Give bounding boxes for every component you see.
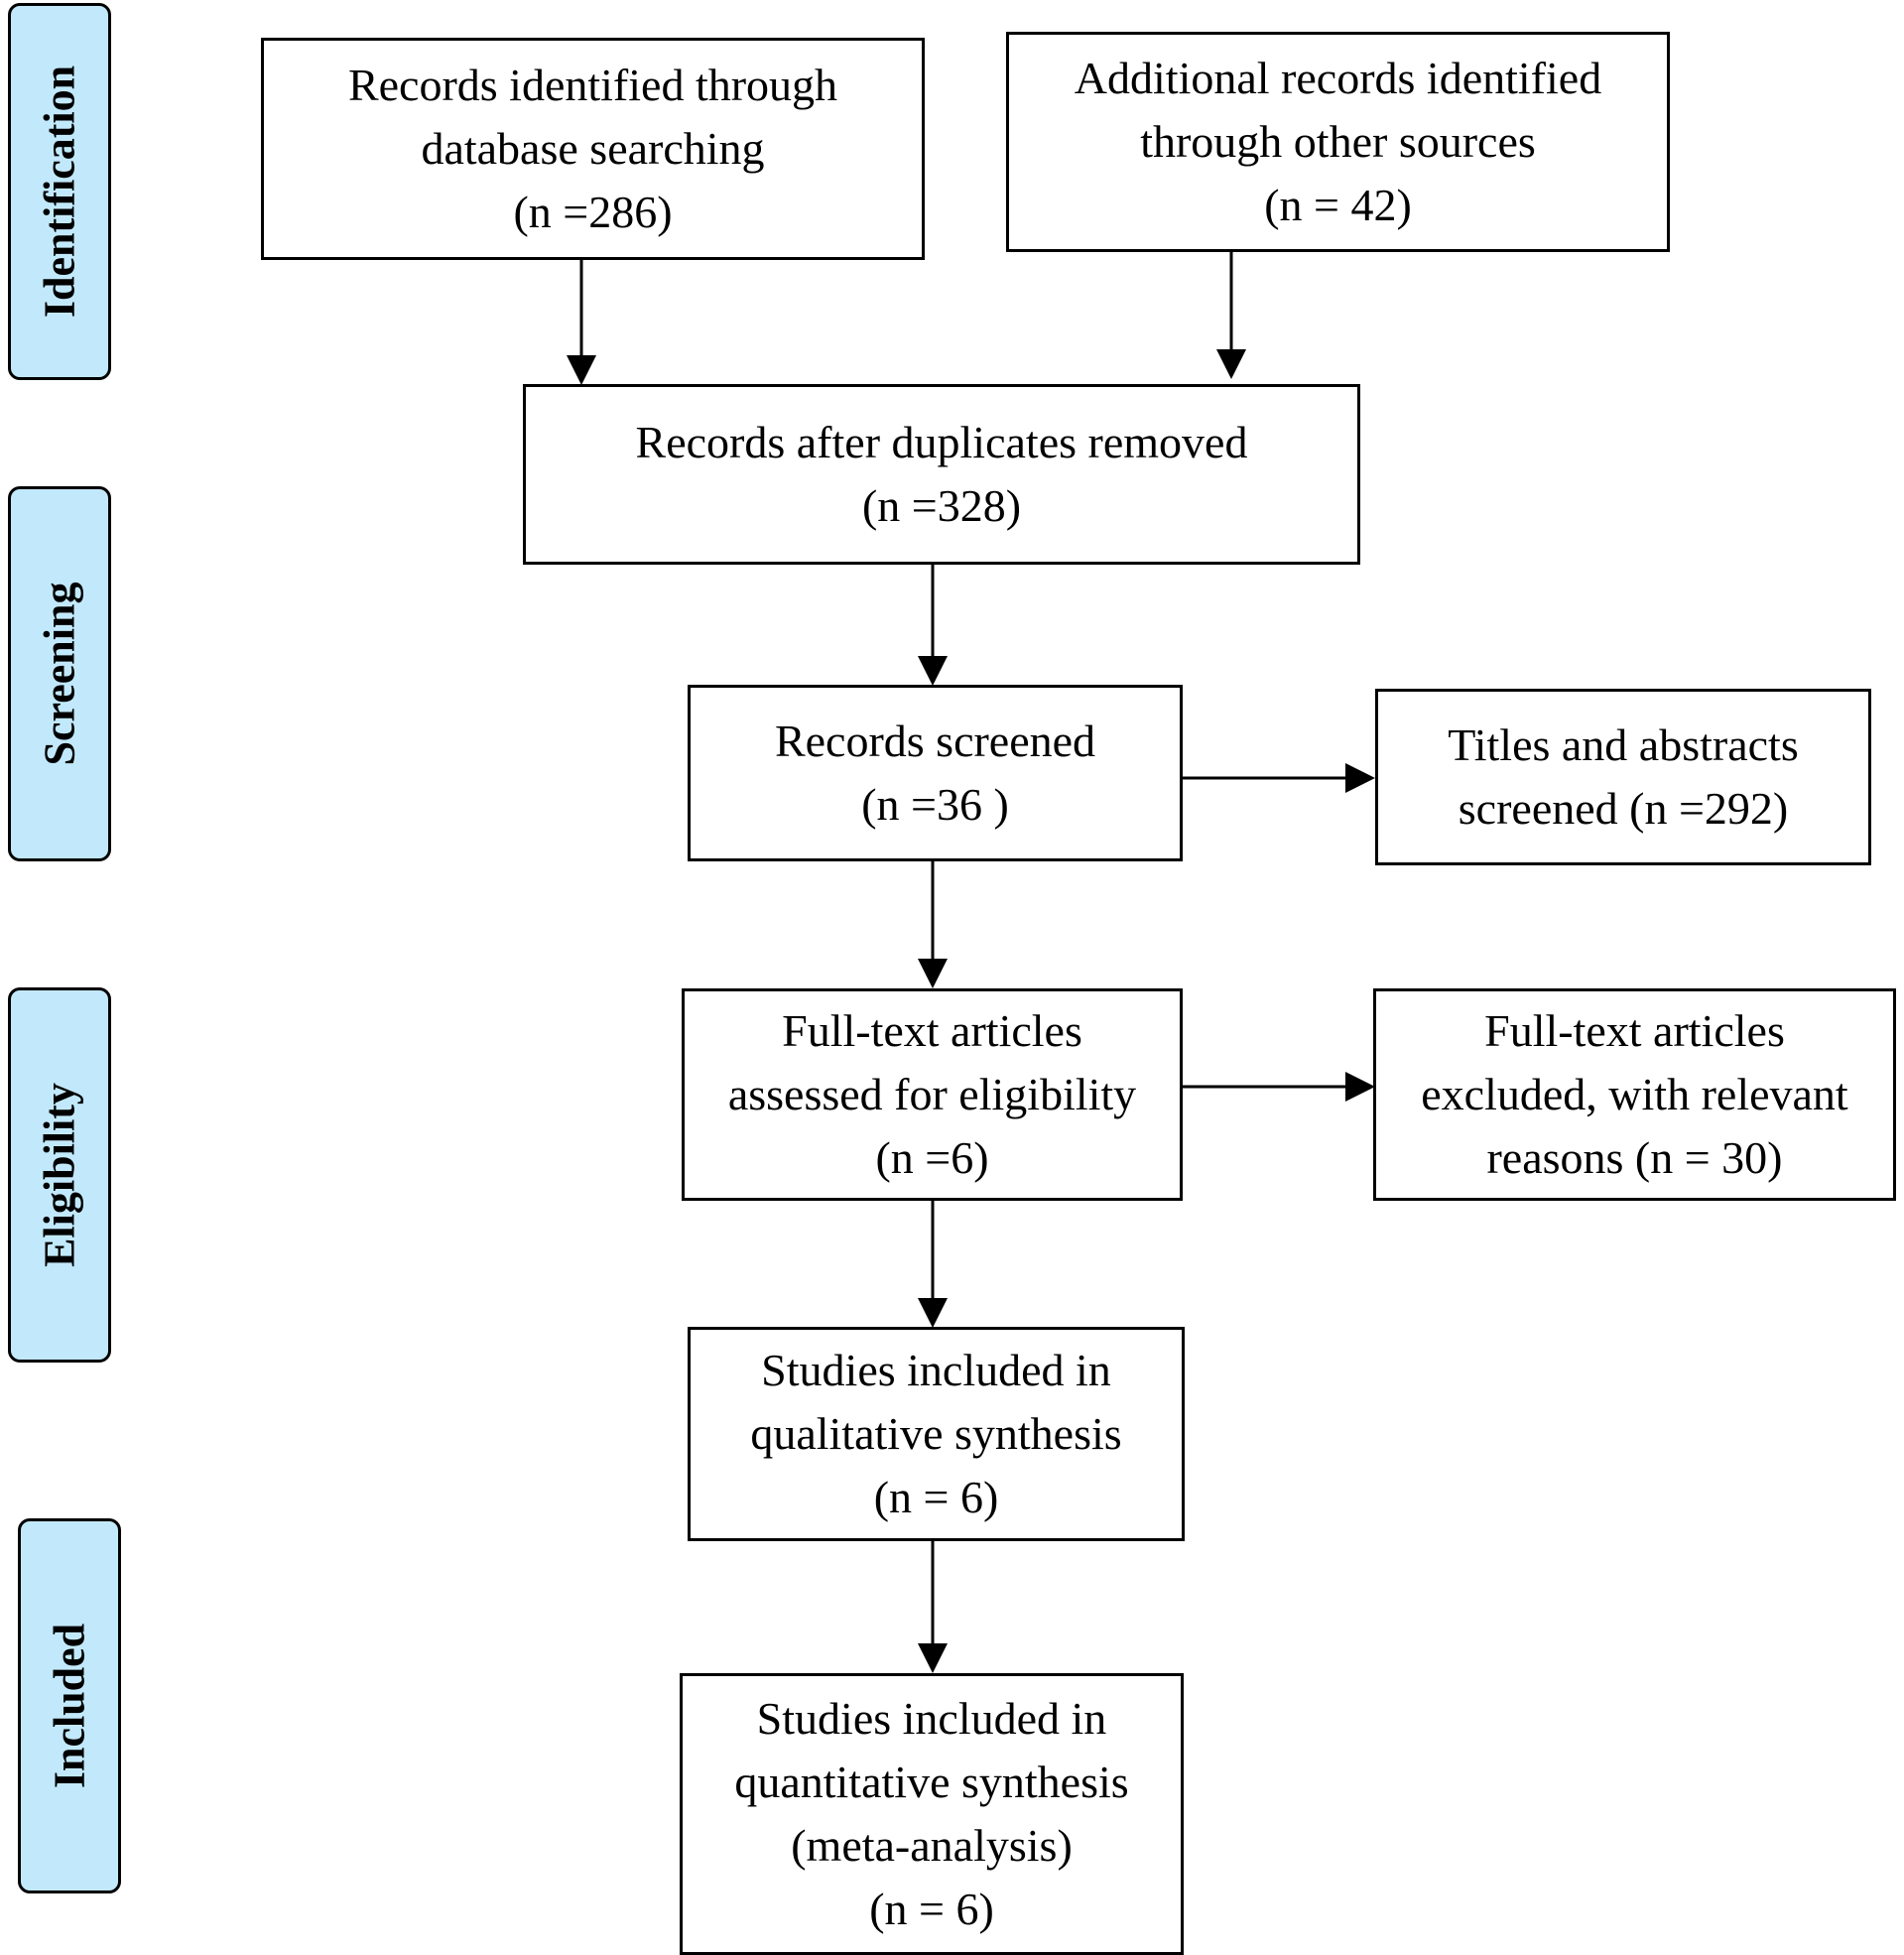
box-qualitative-line-3: (n = 6) (873, 1472, 999, 1522)
box-database-records-line-2: database searching (421, 123, 765, 174)
box-full-text-excluded-line-2: excluded, with relevant (1421, 1069, 1848, 1119)
box-after-duplicates: Records after duplicates removed (n =328… (523, 384, 1360, 565)
box-other-records-line-3: (n = 42) (1264, 180, 1412, 230)
box-full-text-assessed-line-1: Full-text articles (782, 1005, 1082, 1056)
diagram-stage: Identification Screening Eligibility Inc… (8, 0, 1896, 1955)
box-screened-line-1: Records screened (774, 716, 1096, 766)
box-full-text-excluded-line-1: Full-text articles (1484, 1005, 1785, 1056)
box-full-text-excluded: Full-text articles excluded, with releva… (1373, 988, 1896, 1201)
box-titles-abstracts-line-2: screened (n =292) (1458, 783, 1789, 834)
box-quantitative-line-2: quantitative synthesis (734, 1757, 1129, 1807)
stage-screening: Screening (8, 486, 111, 861)
box-quantitative-line-1: Studies included in (756, 1693, 1107, 1744)
box-titles-abstracts-line-1: Titles and abstracts (1448, 719, 1799, 770)
stage-included: Included (18, 1518, 121, 1893)
box-screened: Records screened (n =36 ) (688, 685, 1183, 861)
box-quantitative-line-3: (meta-analysis) (791, 1820, 1073, 1871)
box-database-records-line-3: (n =286) (513, 187, 673, 237)
box-after-duplicates-line-1: Records after duplicates removed (635, 417, 1248, 467)
box-database-records: Records identified through database sear… (261, 38, 925, 260)
box-titles-abstracts: Titles and abstracts screened (n =292) (1375, 689, 1871, 865)
box-quantitative: Studies included in quantitative synthes… (680, 1673, 1184, 1955)
box-other-records: Additional records identified through ot… (1006, 32, 1670, 252)
box-database-records-line-1: Records identified through (347, 60, 838, 110)
box-quantitative-line-4: (n = 6) (869, 1884, 994, 1934)
box-qualitative-line-1: Studies included in (761, 1345, 1111, 1395)
box-screened-line-2: (n =36 ) (861, 779, 1009, 830)
box-other-records-line-1: Additional records identified (1074, 53, 1602, 103)
box-qualitative: Studies included in qualitative synthesi… (688, 1327, 1185, 1541)
flow-connectors (567, 252, 1375, 1673)
stage-identification: Identification (8, 3, 111, 380)
box-full-text-assessed-line-3: (n =6) (875, 1132, 989, 1183)
stage-eligibility: Eligibility (8, 987, 111, 1363)
box-full-text-assessed-line-2: assessed for eligibility (727, 1069, 1137, 1119)
box-other-records-line-2: through other sources (1140, 116, 1536, 167)
box-full-text-assessed: Full-text articles assessed for eligibil… (682, 988, 1183, 1201)
box-full-text-excluded-line-3: reasons (n = 30) (1486, 1132, 1783, 1183)
box-qualitative-line-2: qualitative synthesis (750, 1408, 1122, 1459)
box-after-duplicates-line-2: (n =328) (861, 480, 1022, 531)
